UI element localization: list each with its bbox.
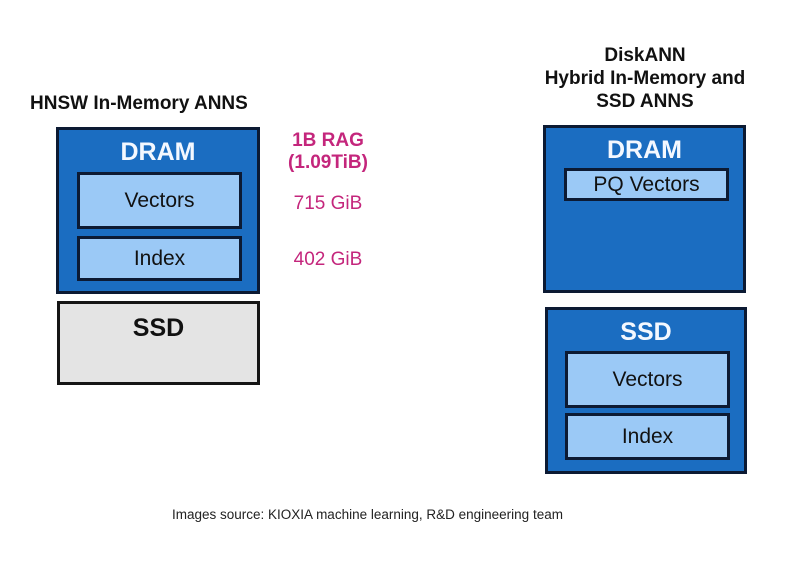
dataset-size: (1.09TiB) bbox=[288, 152, 368, 173]
source-caption: Images source: KIOXIA machine learning, … bbox=[172, 507, 563, 522]
dataset-size-annotation: 1B RAG (1.09TiB) bbox=[268, 130, 388, 174]
hnsw-title: HNSW In-Memory ANNS bbox=[30, 93, 248, 114]
diskann-title-line-1: DiskANN bbox=[604, 45, 686, 66]
diskann-title-line-2: Hybrid In-Memory and bbox=[544, 68, 746, 89]
hnsw-index-label: Index bbox=[133, 246, 186, 270]
diskann-ssd-box: SSD Vectors Index bbox=[545, 307, 747, 474]
diskann-title: DiskANN Hybrid In-Memory and SSD ANNS bbox=[500, 44, 790, 113]
diskann-vectors-box: Vectors bbox=[565, 351, 730, 408]
dataset-name: 1B RAG bbox=[292, 130, 364, 151]
diskann-index-label: Index bbox=[621, 424, 674, 448]
diskann-pq-vectors-box: PQ Vectors bbox=[564, 168, 729, 201]
hnsw-vectors-label: Vectors bbox=[124, 188, 195, 212]
diskann-dram-label: DRAM bbox=[607, 136, 682, 164]
hnsw-dram-label: DRAM bbox=[120, 138, 196, 166]
vectors-size-annotation: 715 GiB bbox=[293, 193, 363, 214]
diskann-title-line-3: SSD ANNS bbox=[596, 91, 694, 112]
diskann-dram-box: DRAM PQ Vectors bbox=[543, 125, 746, 293]
hnsw-ssd-box: SSD bbox=[57, 301, 260, 385]
diskann-index-box: Index bbox=[565, 413, 730, 460]
diskann-ssd-label: SSD bbox=[620, 318, 672, 346]
index-size-annotation: 402 GiB bbox=[293, 249, 363, 270]
hnsw-dram-box: DRAM Vectors Index bbox=[56, 127, 260, 294]
hnsw-ssd-label: SSD bbox=[132, 314, 185, 342]
hnsw-vectors-box: Vectors bbox=[77, 172, 242, 229]
hnsw-index-box: Index bbox=[77, 236, 242, 281]
diskann-vectors-label: Vectors bbox=[612, 367, 683, 391]
diskann-pq-vectors-label: PQ Vectors bbox=[593, 172, 700, 196]
